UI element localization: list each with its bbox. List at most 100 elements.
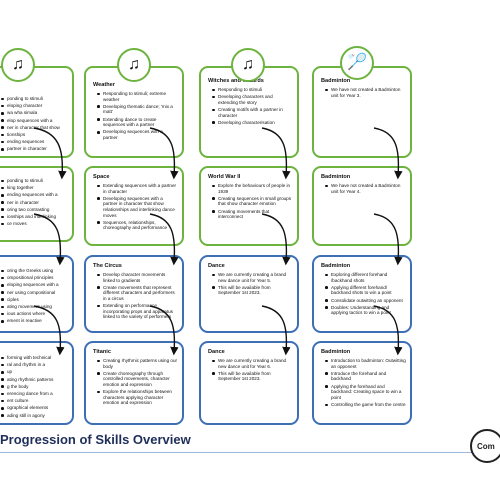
card-item: Consolidate outwitting an opponent — [325, 298, 406, 304]
card-title: Dance — [208, 263, 225, 269]
card-title: Badminton — [321, 174, 351, 180]
card-item: ce moves — [1, 221, 68, 227]
card-list: Introduction to badminton: Outwitting an… — [321, 358, 406, 408]
card-item: This will be available from September 1s… — [212, 371, 293, 382]
card-item: partner in character — [1, 146, 68, 152]
card-item: Exploring different forehand /backhand s… — [325, 272, 406, 283]
card-item: ral and rhythm in a — [1, 362, 68, 368]
skill-card: ponding to stimuli king together ending … — [0, 166, 74, 242]
card-item: ating movement using — [1, 304, 68, 310]
card-item: erencing dance from a — [1, 391, 68, 397]
card-item: tionships — [1, 132, 68, 138]
card-list: Exploring different forehand /backhand s… — [321, 272, 406, 316]
shuttlecock-icon: 🏸 — [340, 46, 374, 80]
brand-logo: Com — [470, 429, 500, 463]
card-title: Space — [93, 174, 110, 180]
card-title: Badminton — [321, 349, 351, 355]
skill-card: Witches and Wizards Responding to stimul… — [199, 66, 299, 158]
card-item: Sequences, relationships, choreography a… — [97, 220, 178, 231]
card-item: ending sequences — [1, 139, 68, 145]
skill-card: Space Extending sequences with a partner… — [84, 166, 184, 246]
card-item: wa wha simala — [1, 110, 68, 116]
card-item: Create movements that represent differen… — [97, 285, 178, 302]
card-item: up — [1, 369, 68, 375]
card-item: Applying the forehand and backhand: Crea… — [325, 384, 406, 401]
card-item: elop sequences with a — [1, 118, 68, 124]
card-item: Doubles: Understanding and applying tact… — [325, 305, 406, 316]
card-item: Introduction to badminton: Outwitting an… — [325, 358, 406, 369]
card-title: Witches and Wizards — [208, 78, 264, 84]
card-item: We are currently creating a brand new da… — [212, 272, 293, 283]
card-item: ious actions where — [1, 311, 68, 317]
card-list: Responding to stimuli Developing charact… — [208, 87, 293, 125]
card-item: eloping character — [1, 103, 68, 109]
card-item: Responding to stimuli — [212, 87, 293, 93]
card-item: Extending on performance incorporating p… — [97, 303, 178, 320]
music-note-icon: ♫ — [231, 48, 265, 82]
card-item: Developing sequences with a partner in c… — [97, 196, 178, 218]
card-item: ompositional principles — [1, 275, 68, 281]
card-list: ponding to stimuli eloping character wa … — [0, 96, 68, 152]
card-item: Develop character movements linked to gr… — [97, 272, 178, 283]
card-list: We have not created a Badminton unit for… — [321, 183, 406, 194]
card-item: ent culture — [1, 398, 68, 404]
card-item: ner in character — [1, 200, 68, 206]
card-item: Developing thematic dance; 'mix a matt' — [97, 104, 178, 115]
skill-card: Badminton We have not created a Badminto… — [312, 66, 412, 158]
card-item: king together — [1, 185, 68, 191]
card-list: Develop character movements linked to gr… — [93, 272, 178, 320]
card-item: Developing characterisation — [212, 120, 293, 126]
card-list: forming with technical ral and rhythm in… — [0, 355, 68, 418]
card-item: ending sequences with a — [1, 192, 68, 198]
card-item: Applying different forehand/ backhand sh… — [325, 285, 406, 296]
card-item: Controlling the game from the centre — [325, 401, 406, 407]
card-item: We are currently creating a brand new da… — [212, 358, 293, 369]
card-item: Developing characters and extending the … — [212, 94, 293, 105]
card-item: Responding to stimuli; extreme weather — [97, 91, 178, 102]
card-item: oring the Greeks using — [1, 268, 68, 274]
card-item: ner using compositional — [1, 290, 68, 296]
card-list: oring the Greeks using ompositional prin… — [0, 268, 68, 324]
card-item: ating rhythmic patterns — [1, 377, 68, 383]
card-item: Create choreography through controlled m… — [97, 371, 178, 388]
card-list: We are currently creating a brand new da… — [208, 358, 293, 382]
card-item: Explore the relationships between charac… — [97, 389, 178, 406]
card-item: forming with technical — [1, 355, 68, 361]
card-item: This will be available from September 1s… — [212, 285, 293, 296]
card-item: ponding to stimuli — [1, 178, 68, 184]
card-list: We are currently creating a brand new da… — [208, 272, 293, 296]
card-item: Creating motifs with a partner in charac… — [212, 107, 293, 118]
card-item: Extending dance to create sequences with… — [97, 117, 178, 128]
card-title: World War II — [208, 174, 241, 180]
card-item: Creating rhythmic patterns using our bod… — [97, 358, 178, 369]
skill-card: Titanic Creating rhythmic patterns using… — [84, 341, 184, 425]
card-item: oring two contrasting — [1, 207, 68, 213]
card-item: g the body — [1, 384, 68, 390]
page-title: Progression of Skills Overview — [0, 432, 191, 447]
card-title: Weather — [93, 82, 115, 88]
card-item: ement is reactive — [1, 318, 68, 324]
card-list: Explore the behaviours of people in 1939… — [208, 183, 293, 220]
card-title: Badminton — [321, 78, 351, 84]
card-list: Extending sequences with a partner in ch… — [93, 183, 178, 231]
skill-card: Badminton Exploring different forehand /… — [312, 255, 412, 333]
skill-card: Dance We are currently creating a brand … — [199, 255, 299, 333]
card-item: ographical elements — [1, 405, 68, 411]
card-item: ponding to stimuli — [1, 96, 68, 102]
card-item: Extending sequences with a partner in ch… — [97, 183, 177, 194]
logo-text: Com — [477, 441, 495, 451]
card-item: Creating sequences in small groups that … — [212, 195, 292, 207]
card-item: ionships and interlinking — [1, 214, 68, 220]
card-item: We have not created a Badminton unit for… — [325, 183, 406, 194]
footer-divider — [0, 452, 500, 453]
skill-card: Dance We are currently creating a brand … — [199, 341, 299, 425]
card-item: We have not created a Badminton unit for… — [325, 87, 406, 98]
card-item: Introduce the forehand and backhand — [325, 371, 406, 382]
card-title: Badminton — [321, 263, 351, 269]
card-title: Titanic — [93, 349, 111, 355]
card-item: ading still in agony — [1, 413, 68, 419]
skill-card: The Circus Develop character movements l… — [84, 255, 184, 333]
card-item: Developing sequences with a partner — [97, 129, 178, 140]
skill-card: World War II Explore the behaviours of p… — [199, 166, 299, 246]
card-item: ner in character that show — [1, 125, 68, 131]
